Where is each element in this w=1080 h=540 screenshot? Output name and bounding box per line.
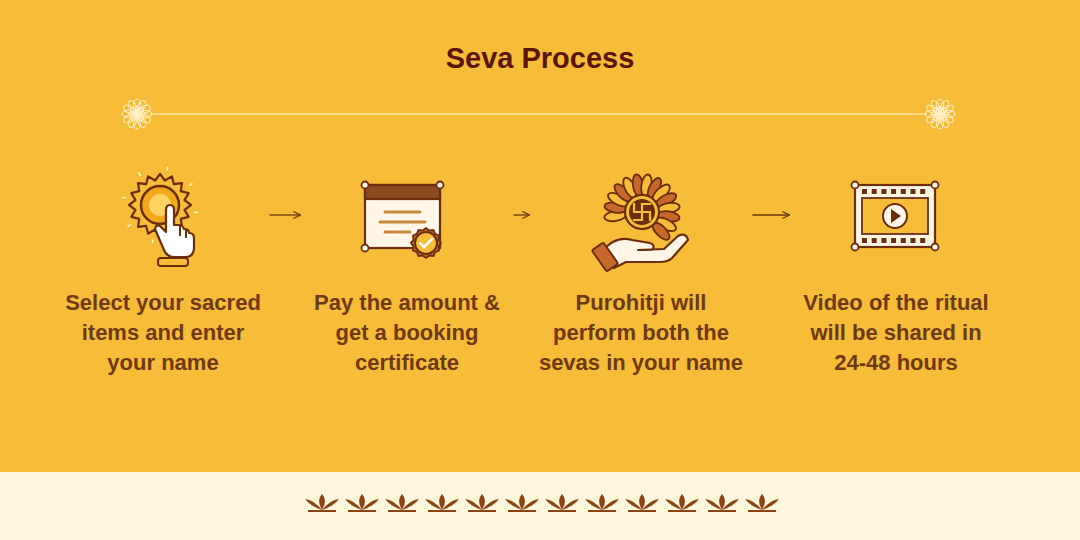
step-text: Select your sacred items and enter your …: [61, 288, 266, 378]
process-step: Purohitji will perform both the sevas in…: [534, 172, 749, 378]
diagram-title: Seva Process: [0, 40, 1080, 76]
film-hole: [901, 238, 906, 243]
video-icon: [852, 182, 939, 251]
process-step: Video of the ritual will be shared in 24…: [794, 172, 999, 378]
background: [0, 0, 1080, 472]
lotus: [665, 494, 699, 511]
certificate-icon: [362, 182, 444, 259]
lotus: [585, 494, 619, 511]
spark: [194, 211, 198, 213]
footer-band: [0, 472, 1080, 540]
spark: [127, 224, 130, 226]
divider-line: [150, 113, 927, 114]
spark: [138, 172, 140, 175]
process-step: Pay the amount & get a booking certifica…: [305, 172, 510, 378]
film-hole: [911, 189, 916, 194]
flow-arrow: [753, 214, 790, 215]
film-hole: [881, 189, 886, 194]
spark: [122, 197, 126, 199]
flow-arrow: [514, 214, 530, 215]
film-hole: [911, 238, 916, 243]
lotus: [705, 494, 739, 511]
film-hole: [881, 238, 886, 243]
lotus-row: [305, 494, 779, 511]
step-text: Purohitji will perform both the sevas in…: [534, 288, 749, 378]
flow-arrow: [270, 214, 301, 215]
lotus: [305, 494, 339, 511]
film-hole: [891, 238, 896, 243]
film-hole: [891, 189, 896, 194]
film-hole: [872, 189, 877, 194]
mandala-center: [135, 112, 139, 116]
process-step: Select your sacred items and enter your …: [61, 172, 266, 378]
lotus: [425, 494, 459, 511]
lotus: [385, 494, 419, 511]
spark: [166, 167, 168, 171]
film-hole: [872, 238, 877, 243]
film-hole: [862, 189, 867, 194]
film-hole: [901, 189, 906, 194]
lotus: [625, 494, 659, 511]
lotus: [545, 494, 579, 511]
film-hole: [920, 189, 925, 194]
lotus: [745, 494, 779, 511]
lotus: [505, 494, 539, 511]
mandala-center: [938, 112, 942, 116]
film-hole: [920, 238, 925, 243]
spark: [152, 239, 154, 243]
select-icon: [122, 167, 198, 266]
lotus: [345, 494, 379, 511]
film-hole: [862, 238, 867, 243]
offering-icon: [592, 174, 688, 272]
step-text: Video of the ritual will be shared in 24…: [794, 288, 999, 378]
step-text: Pay the amount & get a booking certifica…: [305, 288, 510, 378]
mandala-ornaments: [122, 99, 955, 129]
lotus: [465, 494, 499, 511]
spark: [189, 183, 192, 185]
badge: [411, 228, 441, 258]
